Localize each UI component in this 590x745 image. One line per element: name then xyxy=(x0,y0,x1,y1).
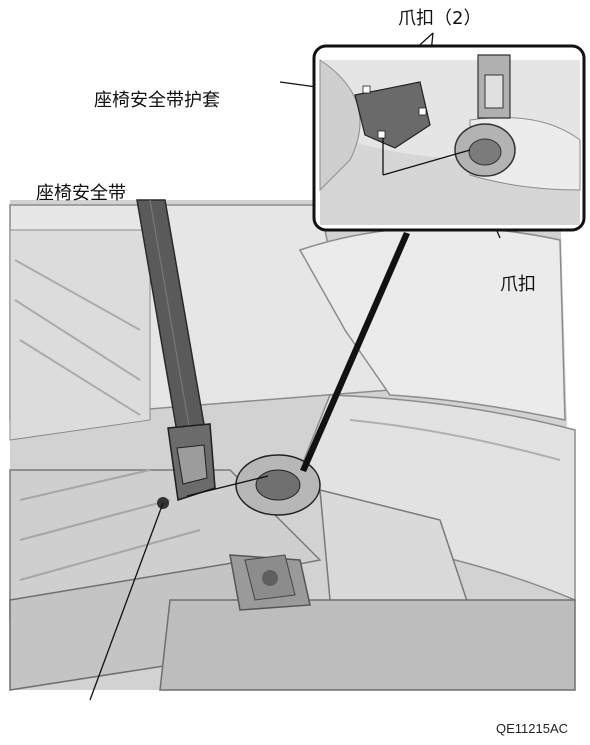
inset-detail-box xyxy=(312,44,586,232)
clip-label: 爪扣 xyxy=(500,274,536,295)
figure-code: QE11215AC xyxy=(496,721,569,736)
inset-connector xyxy=(300,232,410,472)
seat-belt-cover-label: 座椅安全带护套 xyxy=(94,90,220,111)
seat-base-area xyxy=(9,200,576,691)
seat-belt-tongue xyxy=(157,423,216,509)
seat-belt-anchor-cover xyxy=(235,454,321,516)
seat-belt-label: 座椅安全带 xyxy=(36,183,126,204)
floor-anchor-detail xyxy=(244,554,296,601)
clips-2-label: 爪扣（2） xyxy=(398,8,482,29)
